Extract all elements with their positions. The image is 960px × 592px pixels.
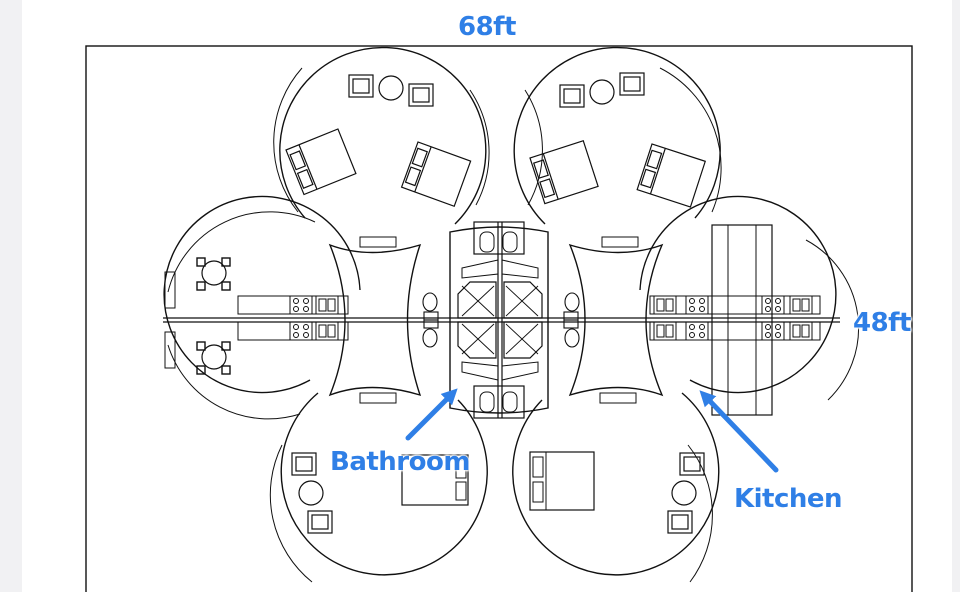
pod-top-right	[513, 46, 722, 248]
connector-left	[328, 243, 422, 397]
kitchen-label: Kitchen	[734, 484, 843, 514]
height-dimension-label: 48ft	[853, 308, 911, 338]
pod-living-left	[163, 195, 361, 420]
toilet-icon	[422, 292, 580, 348]
shower-icon	[457, 281, 543, 359]
width-dimension-label: 68ft	[458, 12, 516, 42]
connector-right	[568, 243, 664, 397]
central-hub	[422, 221, 580, 419]
pod-bottom-right	[512, 392, 720, 583]
pod-bottom-left	[269, 392, 488, 583]
bathroom-label: Bathroom	[330, 447, 470, 477]
pod-kitchen-right	[639, 195, 860, 416]
corridor	[163, 222, 840, 418]
pod-top-left	[273, 46, 490, 248]
arrow-icon	[405, 388, 779, 473]
plan-border	[85, 45, 913, 592]
